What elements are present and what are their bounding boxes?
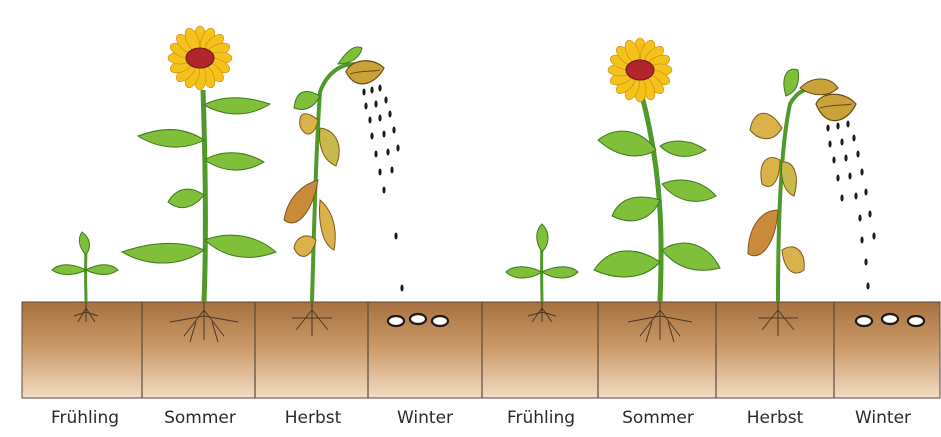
sunflower-summer-2 [594,38,720,342]
withering-sunflower-autumn-2 [748,69,876,336]
season-label-herbst-2: Herbst [717,408,833,428]
seeds-in-soil-winter-2 [856,314,924,326]
falling-seeds [362,85,403,292]
withering-sunflower-autumn-1 [284,47,404,336]
season-label-fruehling-2: Frühling [483,408,599,428]
season-label-winter-1: Winter [367,408,483,428]
sunflower-head [608,38,672,102]
soil-bed [22,302,940,398]
season-label-sommer-1: Sommer [142,408,258,428]
season-label-herbst-1: Herbst [255,408,371,428]
season-label-fruehling-1: Frühling [27,408,143,428]
seeds-in-soil-winter-1 [388,314,448,326]
season-label-sommer-2: Sommer [600,408,716,428]
season-labels: Frühling Sommer Herbst Winter Frühling S… [0,408,941,436]
falling-seeds [826,121,875,290]
sunflower-head [168,26,232,90]
season-label-winter-2: Winter [825,408,941,428]
sunflower-summer-1 [122,26,276,342]
